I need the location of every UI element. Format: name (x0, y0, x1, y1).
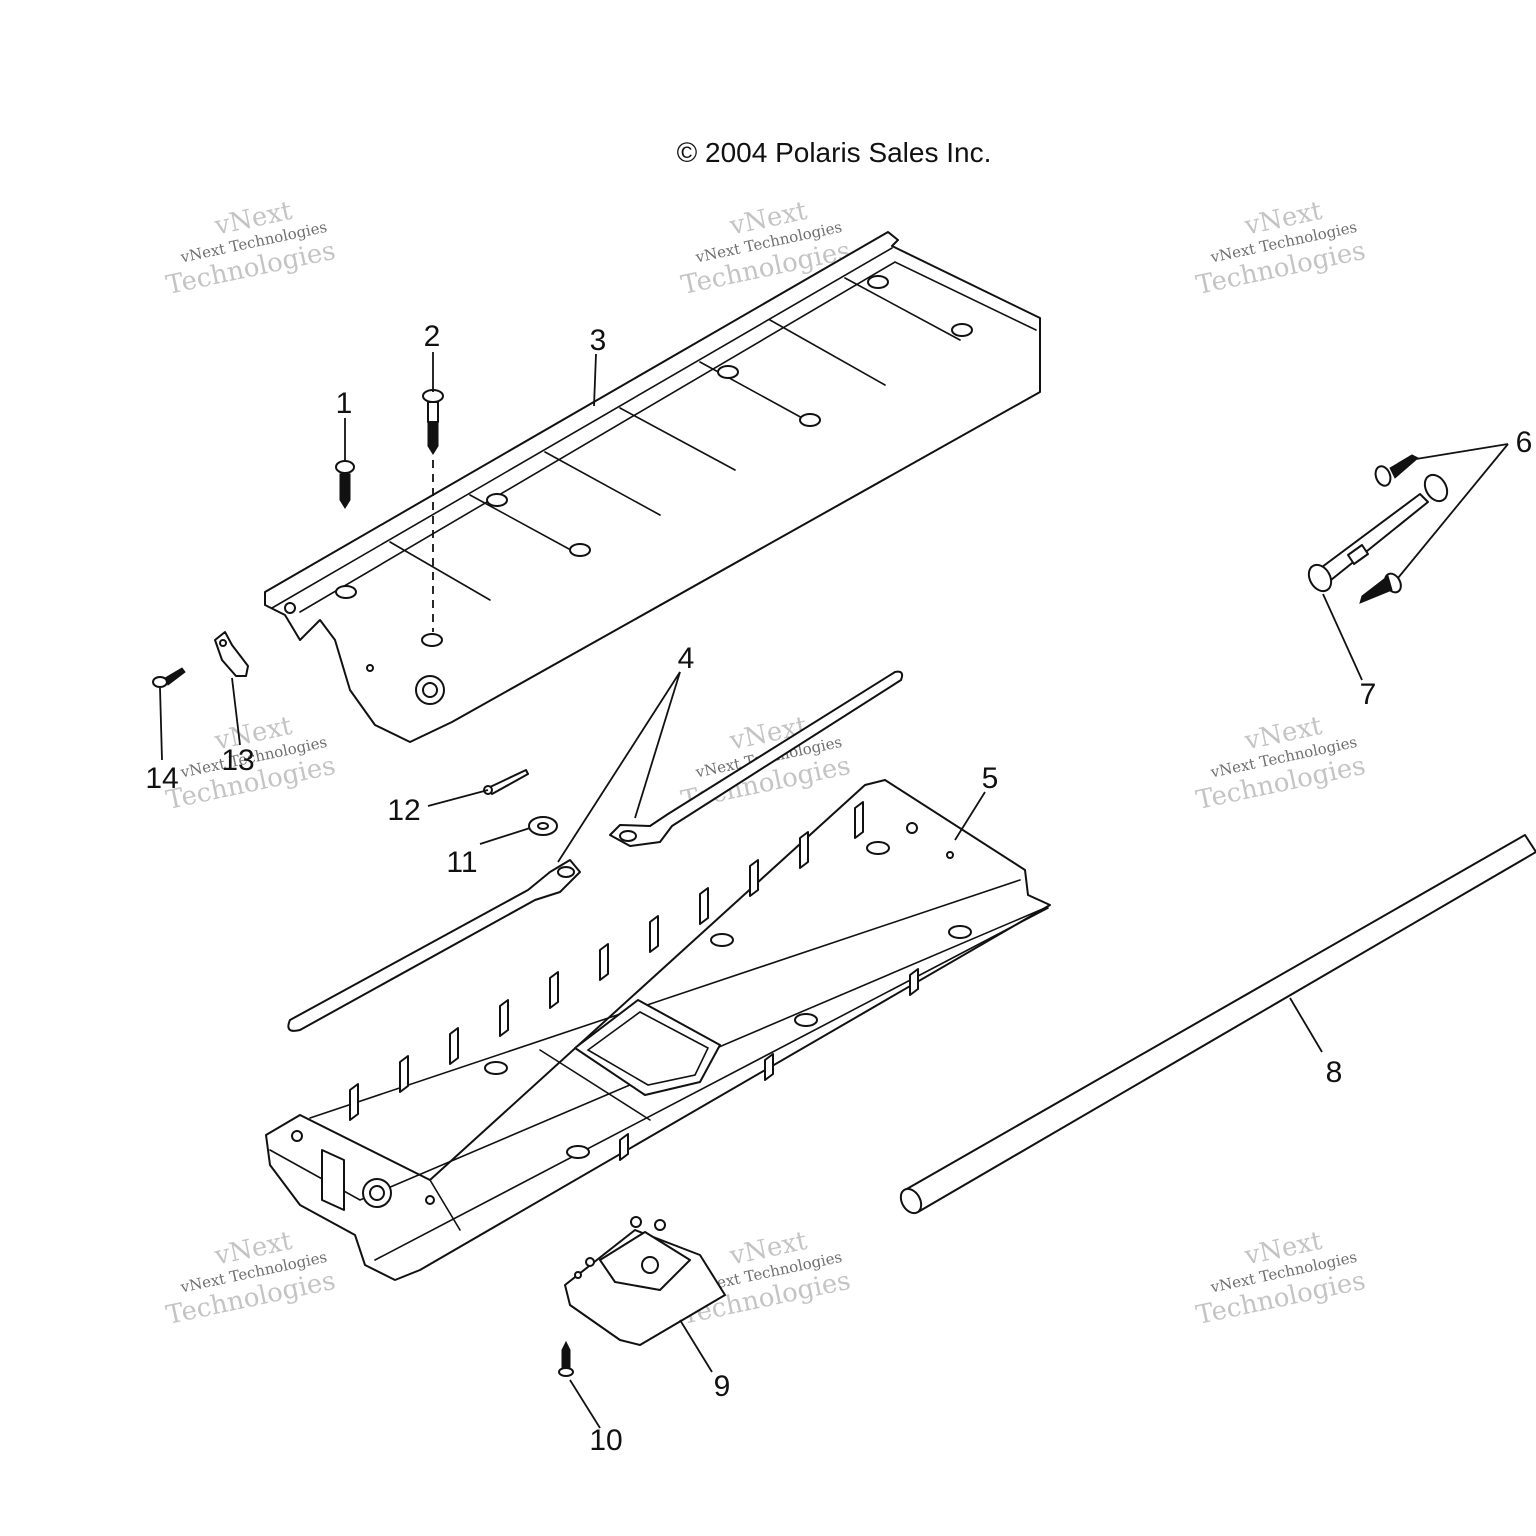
rod-part-4-lower (287, 859, 581, 1032)
watermark: vNext vNext Technologies Technologies (164, 1226, 339, 1331)
watermark: vNext vNext Technologies Technologies (1194, 196, 1369, 301)
screw-part-1 (335, 460, 355, 509)
top-cover-part-3 (264, 231, 1041, 743)
copyright-text: © 2004 Polaris Sales Inc. (677, 137, 992, 168)
callouts: 1 2 3 4 5 6 7 8 9 10 11 12 13 14 (145, 320, 1532, 1457)
rod-part-4-upper (609, 670, 904, 847)
watermark: vNext vNext Technologies Technologies (164, 196, 339, 301)
watermark: vNext vNext Technologies Technologies (1194, 711, 1369, 816)
callout-1: 1 (336, 387, 353, 420)
screw-part-6-lower (1359, 572, 1402, 604)
bracket-part-13 (214, 631, 249, 677)
callout-7: 7 (1360, 678, 1377, 711)
tunnel-base-part-5 (265, 779, 1051, 1281)
leader-lines (159, 352, 1509, 1429)
callout-4: 4 (678, 642, 695, 675)
callout-2: 2 (424, 320, 441, 353)
callout-11: 11 (446, 846, 477, 879)
callout-13: 13 (221, 744, 254, 777)
screw-part-6-upper (1374, 454, 1419, 487)
tube-part-8 (899, 834, 1536, 1215)
screw-part-14 (152, 667, 186, 688)
pin-part-12 (483, 769, 529, 795)
callout-8: 8 (1326, 1056, 1343, 1089)
callout-6: 6 (1516, 426, 1533, 459)
callout-5: 5 (982, 762, 999, 795)
callout-12: 12 (387, 794, 420, 827)
standoff-part-7 (1307, 473, 1449, 593)
callout-9: 9 (714, 1370, 731, 1403)
callout-14: 14 (145, 762, 178, 795)
washer-part-11 (528, 816, 558, 836)
latch-plate-part-9 (564, 1216, 726, 1346)
screw-part-10 (558, 1340, 574, 1377)
watermark: vNext vNext Technologies Technologies (1194, 1226, 1369, 1331)
callout-10: 10 (589, 1424, 622, 1457)
callout-3: 3 (590, 324, 607, 357)
bolt-part-2 (422, 389, 444, 455)
